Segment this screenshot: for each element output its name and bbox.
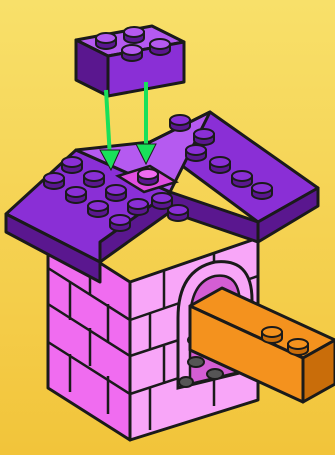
falling-brick bbox=[76, 26, 184, 96]
slot-stud bbox=[138, 169, 158, 185]
stud bbox=[44, 173, 64, 189]
stud bbox=[66, 187, 86, 203]
stud bbox=[170, 115, 190, 131]
stud bbox=[232, 171, 252, 187]
orange-stud bbox=[262, 327, 282, 343]
stud bbox=[194, 129, 214, 145]
stud bbox=[84, 171, 104, 187]
stud bbox=[152, 193, 172, 209]
brick-stud bbox=[124, 27, 144, 43]
stud bbox=[110, 215, 130, 231]
brick-stud bbox=[96, 33, 116, 49]
stud bbox=[252, 183, 272, 199]
brick-stud bbox=[150, 39, 170, 55]
brick-stud bbox=[122, 45, 142, 61]
stud bbox=[88, 201, 108, 217]
stud bbox=[128, 199, 148, 215]
stud bbox=[106, 185, 126, 201]
stud bbox=[210, 157, 230, 173]
stud bbox=[186, 145, 206, 161]
orange-stud bbox=[288, 339, 308, 355]
stud bbox=[62, 157, 82, 173]
